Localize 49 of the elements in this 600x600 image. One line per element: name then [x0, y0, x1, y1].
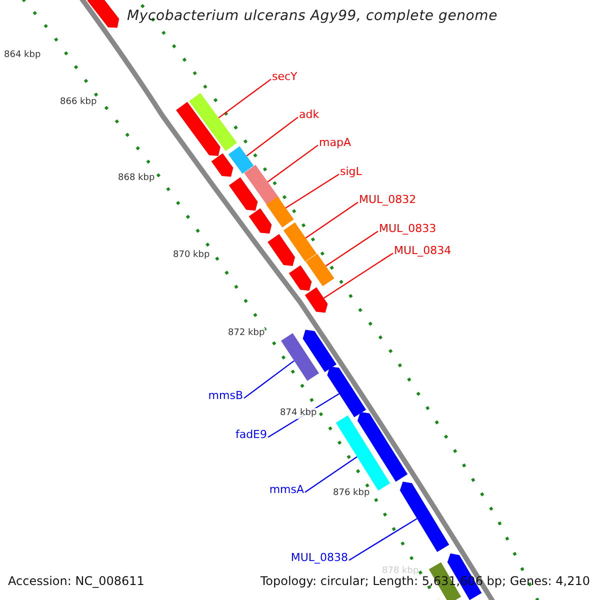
info-text: Topology: circular; Length: 5,631,606 bp; Genes: 4,210 [260, 574, 590, 588]
leader-line [325, 230, 378, 266]
tick-label: 864 kbp [4, 50, 41, 61]
gene-label: mapA [319, 136, 351, 150]
gene-bar [327, 366, 366, 418]
gene-bar [176, 102, 220, 156]
gene-bar [400, 482, 450, 552]
gene-bar [306, 254, 334, 286]
gene-label: sigL [340, 165, 362, 178]
tick-label: 872 kbp [228, 328, 265, 339]
gene-label: MUL_0832 [359, 193, 416, 206]
tick-label: 874 kbp [280, 408, 317, 419]
gene-label: MUL_0833 [379, 222, 436, 236]
gene-label: MUL_0838 [290, 551, 348, 564]
gene-bar [283, 222, 317, 262]
leader-line [244, 360, 294, 399]
leader-line [246, 116, 298, 156]
gene-label: MUL_0834 [394, 244, 452, 258]
gene-bar [304, 287, 328, 313]
gene-bar [228, 146, 254, 174]
gene-bar [268, 234, 295, 266]
gene-bar [248, 208, 272, 234]
title: Mycobacterium ulcerans Agy99, complete genome [127, 8, 498, 25]
gene-bar [288, 265, 312, 291]
gene-label: fadE9 [235, 428, 267, 442]
info-text: Accession: NC_008611 [8, 574, 144, 588]
leader-line [285, 174, 340, 208]
gene-label: mmsA [269, 483, 304, 496]
leader-line [218, 78, 272, 118]
leader-line [304, 456, 358, 493]
leader-line [323, 252, 394, 299]
gene-bar [211, 153, 234, 177]
gene-label: mmsB [208, 389, 243, 402]
gene-label: adk [299, 108, 320, 122]
gene-bar [189, 92, 237, 152]
gene-bar [358, 412, 408, 482]
gene-bar [302, 330, 336, 372]
leader-line [267, 144, 318, 182]
leader-line [305, 202, 358, 238]
gene-bar [281, 333, 319, 381]
gene-bar [228, 177, 258, 211]
gene-bar [87, 0, 120, 28]
tick-label: 876 kbp [333, 488, 370, 499]
tick-label: 868 kbp [118, 173, 155, 184]
gene-label: secY [272, 70, 298, 84]
tick-label: 866 kbp [60, 97, 97, 108]
tick-label: 870 kbp [173, 250, 210, 261]
leader-line [348, 518, 418, 561]
gene-bar [266, 196, 294, 228]
